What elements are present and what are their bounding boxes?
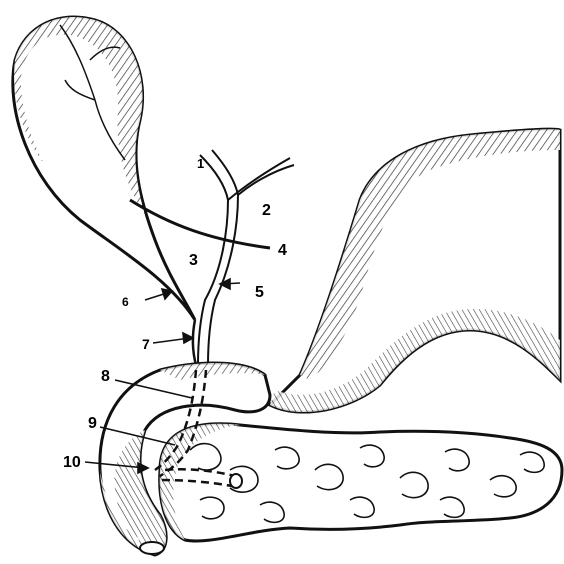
label-4: 4	[278, 242, 287, 259]
stomach	[270, 129, 560, 412]
label-6: 6	[122, 295, 129, 309]
label-3: 3	[189, 252, 198, 269]
gallbladder	[13, 17, 195, 320]
label-1: 1	[197, 156, 204, 171]
pancreatic-duct-opening	[230, 474, 242, 488]
label-5: 5	[255, 284, 264, 301]
label-7: 7	[142, 336, 150, 352]
label-8: 8	[101, 368, 110, 385]
label-10: 10	[63, 454, 81, 471]
pancreas	[160, 424, 562, 541]
label-2: 2	[262, 202, 271, 219]
label-9: 9	[88, 415, 97, 432]
